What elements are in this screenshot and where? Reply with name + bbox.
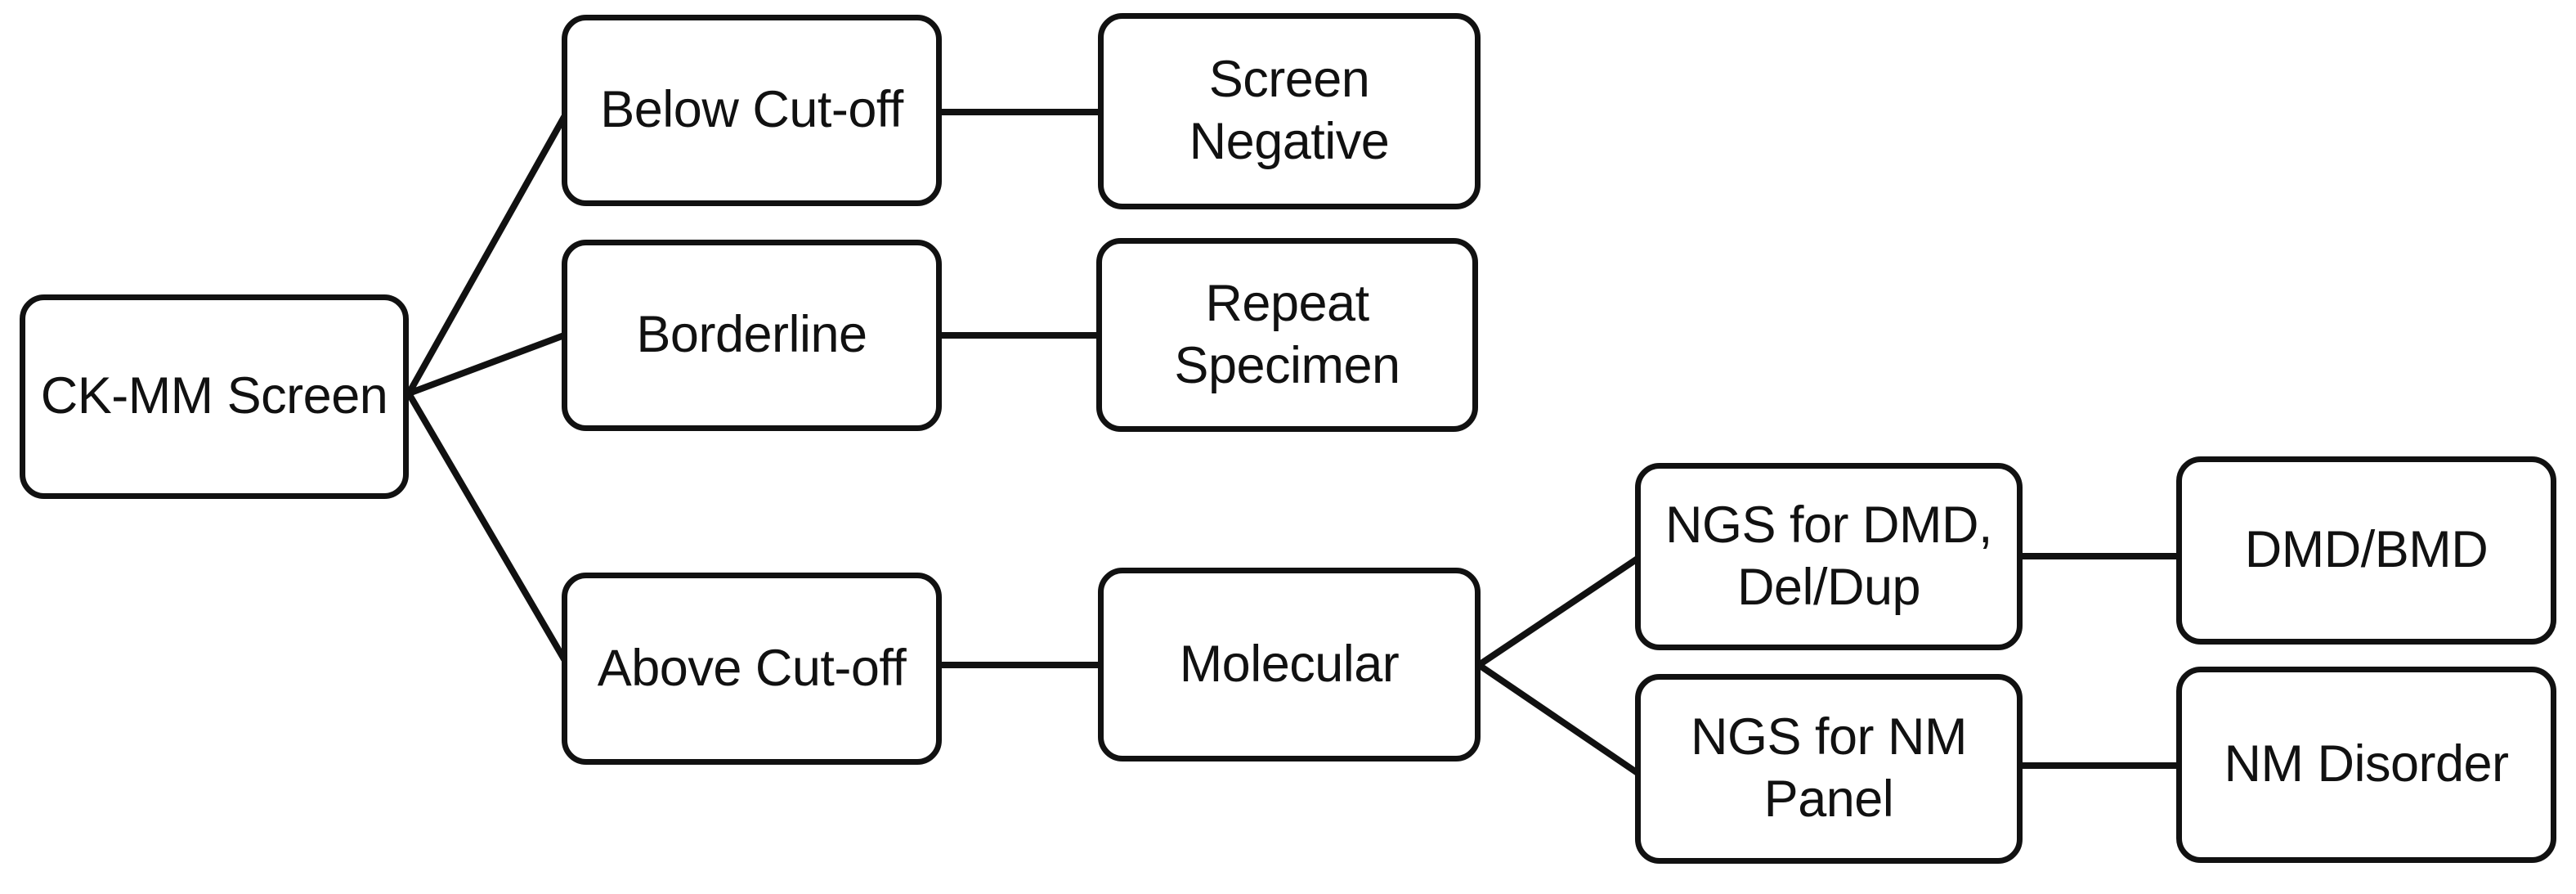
edge-ckmm-to-borderline bbox=[405, 332, 567, 397]
node-repeat-specimen: Repeat Specimen bbox=[1096, 238, 1478, 432]
node-above-cut-off: Above Cut-off bbox=[562, 573, 942, 765]
node-molecular: Molecular bbox=[1098, 568, 1481, 761]
edge-molecular-to-ngs-nm bbox=[1476, 662, 1641, 776]
node-nm-disorder: NM Disorder bbox=[2176, 667, 2556, 863]
node-ngs-dmd-deldup-label: NGS for DMD, Del/Dup bbox=[1664, 496, 1993, 616]
node-ngs-dmd-deldup: NGS for DMD, Del/Dup bbox=[1635, 463, 2023, 650]
edge-molecular-to-ngs-dmd bbox=[1476, 555, 1641, 668]
node-ngs-nm-panel-label: NGS for NM Panel bbox=[1690, 708, 1968, 828]
node-borderline-label: Borderline bbox=[636, 306, 867, 364]
node-below-cut-off-label: Below Cut-off bbox=[600, 81, 903, 139]
node-dmd-bmd-label: DMD/BMD bbox=[2244, 521, 2489, 579]
edge-ckmm-to-below-cut-off bbox=[405, 114, 567, 397]
node-above-cut-off-label: Above Cut-off bbox=[597, 639, 907, 697]
edge-ckmm-to-above-cut-off bbox=[405, 390, 567, 663]
node-ck-mm-screen: CK-MM Screen bbox=[20, 294, 409, 499]
node-ck-mm-screen-label: CK-MM Screen bbox=[40, 367, 388, 425]
node-below-cut-off: Below Cut-off bbox=[562, 15, 942, 206]
node-screen-negative-label: Screen Negative bbox=[1189, 51, 1390, 170]
node-repeat-specimen-label: Repeat Specimen bbox=[1174, 274, 1400, 394]
node-borderline: Borderline bbox=[562, 240, 942, 431]
node-dmd-bmd: DMD/BMD bbox=[2176, 456, 2556, 645]
node-nm-disorder-label: NM Disorder bbox=[2224, 735, 2509, 793]
node-ngs-nm-panel: NGS for NM Panel bbox=[1635, 674, 2023, 864]
node-screen-negative: Screen Negative bbox=[1098, 13, 1481, 209]
node-molecular-label: Molecular bbox=[1179, 635, 1400, 693]
